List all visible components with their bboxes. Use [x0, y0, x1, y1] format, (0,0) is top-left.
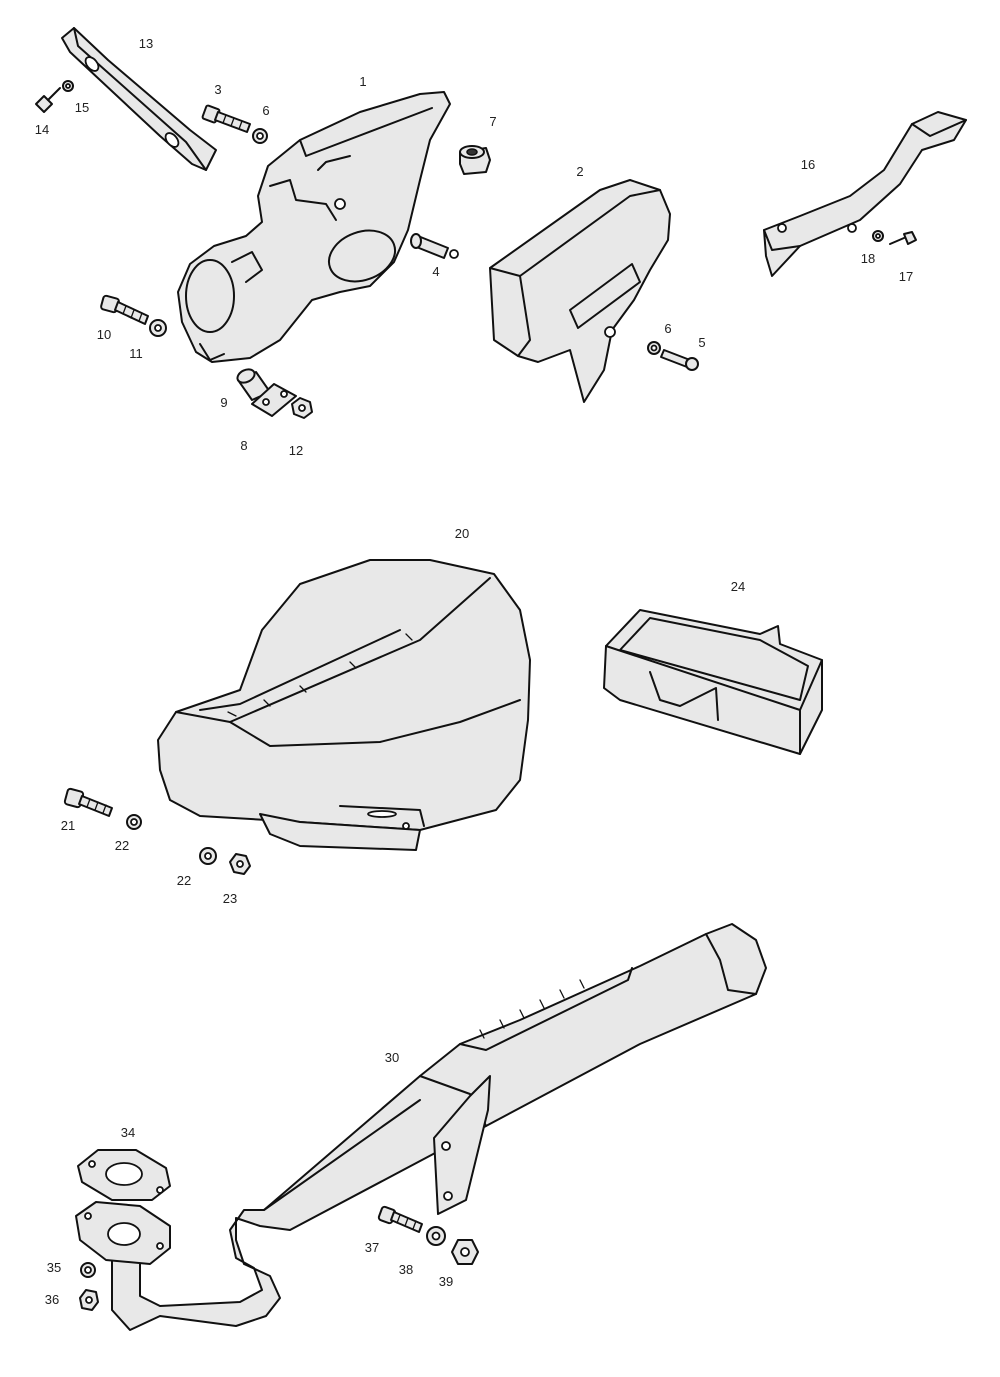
callout-3: 3	[214, 82, 221, 97]
callout-2: 2	[576, 164, 583, 179]
chain-cover-part-1	[177, 91, 451, 363]
spacer-part-4	[410, 233, 459, 259]
callout-12: 12	[289, 443, 303, 458]
callout-8: 8	[240, 438, 247, 453]
washer-part-22-lower	[199, 847, 217, 865]
cover-part-2	[489, 179, 671, 403]
nut-part-39	[451, 1239, 479, 1265]
grommet-part-7	[459, 145, 491, 175]
exhaust-flange	[75, 1201, 171, 1265]
bolt-part-5	[660, 349, 699, 371]
bolt-part-10	[100, 294, 149, 325]
callout-6b: 6	[664, 321, 671, 336]
screw-part-17	[889, 231, 917, 245]
callout-10: 10	[97, 327, 111, 342]
nut-part-12	[291, 397, 313, 419]
bolt-part-21	[63, 787, 113, 817]
callout-36: 36	[45, 1292, 59, 1307]
callout-30: 30	[385, 1050, 399, 1065]
callout-5: 5	[698, 335, 705, 350]
gasket-part-34	[77, 1149, 171, 1201]
callout-15: 15	[75, 100, 89, 115]
washer-part-6-right	[647, 341, 661, 355]
nut-part-23	[229, 853, 251, 875]
callout-9: 9	[220, 395, 227, 410]
washer-part-6-top	[252, 128, 268, 144]
callout-11: 11	[129, 346, 143, 361]
washer-part-22-left	[126, 814, 142, 830]
callout-37: 37	[365, 1240, 379, 1255]
callout-14: 14	[35, 122, 49, 137]
bolt-part-3	[201, 104, 251, 133]
washer-part-35	[80, 1262, 96, 1278]
seat-part-20	[157, 559, 531, 851]
washer-part-15	[62, 80, 74, 92]
nut-part-36	[79, 1289, 99, 1311]
callout-6a: 6	[262, 103, 269, 118]
callout-1: 1	[359, 74, 366, 89]
callout-4: 4	[432, 264, 439, 279]
callout-22b: 22	[177, 873, 191, 888]
callout-22a: 22	[115, 838, 129, 853]
spacer-part-9	[236, 368, 271, 401]
bracket-part-13	[61, 27, 217, 171]
callout-17: 17	[899, 269, 913, 284]
callout-38: 38	[399, 1262, 413, 1277]
plate-part-8	[251, 383, 297, 417]
callout-13: 13	[139, 36, 153, 51]
washer-part-11	[149, 319, 167, 337]
callout-39: 39	[439, 1274, 453, 1289]
callout-16: 16	[801, 157, 815, 172]
callout-21: 21	[61, 818, 75, 833]
washer-part-18	[872, 230, 884, 242]
callout-35: 35	[47, 1260, 61, 1275]
bracket-part-16	[763, 111, 967, 277]
bolt-part-37	[377, 1205, 423, 1233]
washer-part-38	[426, 1226, 446, 1246]
callout-20: 20	[455, 526, 469, 541]
exhaust-part-30	[111, 923, 767, 1331]
callout-34: 34	[121, 1125, 135, 1140]
callout-7: 7	[489, 114, 496, 129]
callout-18: 18	[861, 251, 875, 266]
screw-part-14	[35, 87, 61, 113]
callout-24: 24	[731, 579, 745, 594]
tray-part-24	[603, 609, 823, 755]
callout-23: 23	[223, 891, 237, 906]
